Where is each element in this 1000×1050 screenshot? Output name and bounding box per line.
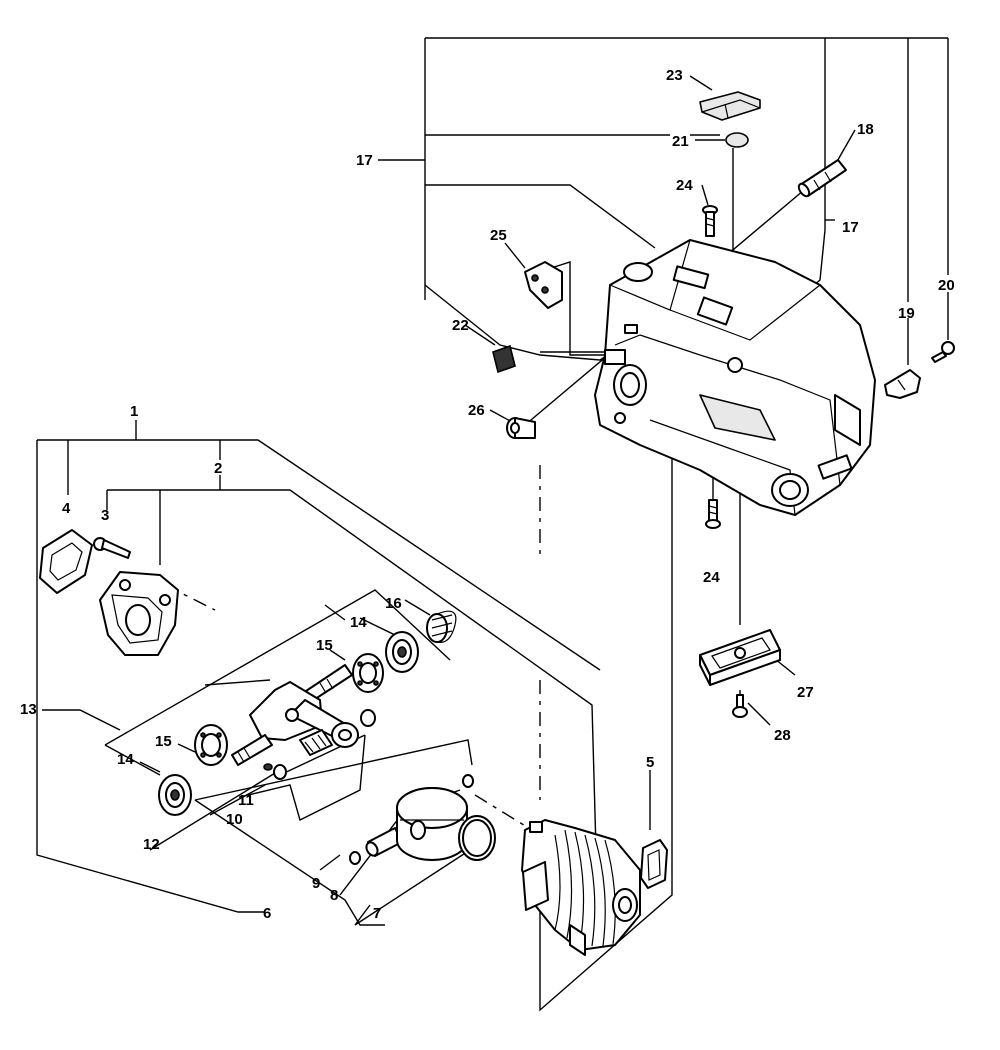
bearing-part-15-lower — [194, 724, 228, 766]
cylinder — [521, 819, 641, 956]
screw-part-28 — [732, 694, 748, 718]
label-15-upper: 15 — [316, 637, 333, 654]
screw-part-20 — [931, 341, 955, 363]
clip-part-25 — [524, 261, 563, 309]
label-21: 21 — [672, 133, 689, 150]
pin-part-12 — [263, 763, 273, 771]
label-7: 7 — [373, 905, 381, 922]
label-10: 10 — [226, 811, 243, 828]
label-18: 18 — [857, 121, 874, 138]
label-8: 8 — [330, 887, 338, 904]
label-24-top: 24 — [676, 177, 693, 194]
bolt-part-3 — [93, 537, 131, 559]
centre-lines — [164, 465, 541, 836]
fitting-part-18 — [797, 159, 847, 198]
label-19: 19 — [898, 305, 915, 322]
plug-part-26 — [506, 417, 536, 439]
label-17-right: 17 — [842, 219, 859, 236]
needle-bearing-part-11 — [299, 729, 333, 756]
label-26: 26 — [468, 402, 485, 419]
leader-lines — [36, 37, 949, 1012]
label-17-left: 17 — [356, 152, 373, 169]
seal-part-14-lower — [158, 774, 192, 816]
label-5: 5 — [646, 754, 654, 771]
screw-part-24-top — [702, 205, 718, 237]
label-4: 4 — [62, 500, 71, 517]
gasket-part-4 — [39, 529, 93, 594]
label-23: 23 — [666, 67, 683, 84]
label-20: 20 — [938, 277, 955, 294]
plug-part-21 — [725, 132, 749, 148]
piston — [396, 787, 468, 861]
gasket-part-5 — [640, 839, 668, 889]
clip-upper — [462, 774, 474, 788]
label-1: 1 — [130, 403, 138, 420]
label-2: 2 — [214, 460, 222, 477]
label-9: 9 — [312, 875, 320, 892]
washer-part-10-upper — [360, 709, 376, 727]
label-13: 13 — [20, 701, 37, 718]
screw-part-24-bottom — [705, 499, 721, 529]
tray-part-27 — [699, 629, 781, 686]
piston-ring-part-7 — [458, 815, 496, 861]
washer-part-10 — [273, 764, 287, 780]
part-labels: 1 2 3 4 5 6 7 8 9 10 11 12 13 14 14 15 1… — [20, 67, 955, 922]
label-28: 28 — [774, 727, 791, 744]
crankcase-body — [594, 239, 876, 516]
spring-part-16 — [426, 610, 457, 643]
crankshaft — [231, 664, 359, 766]
label-16: 16 — [385, 595, 402, 612]
clip-part-9 — [349, 851, 361, 865]
label-15-lower: 15 — [155, 733, 172, 750]
label-27: 27 — [797, 684, 814, 701]
label-22: 22 — [452, 317, 469, 334]
block-part-22 — [492, 344, 516, 374]
housing-part-2 — [99, 571, 179, 656]
label-14-upper: 14 — [350, 614, 367, 631]
seal-part-14-upper — [385, 631, 419, 673]
bracket-part-19 — [884, 369, 921, 399]
bearing-part-15-upper — [352, 653, 384, 693]
label-14-lower: 14 — [117, 751, 134, 768]
label-6: 6 — [263, 905, 271, 922]
label-11: 11 — [238, 792, 254, 809]
label-3: 3 — [101, 507, 109, 524]
pad-part-23 — [699, 91, 761, 121]
label-24-bottom: 24 — [703, 569, 720, 586]
label-25: 25 — [490, 227, 507, 244]
label-12: 12 — [143, 836, 160, 853]
